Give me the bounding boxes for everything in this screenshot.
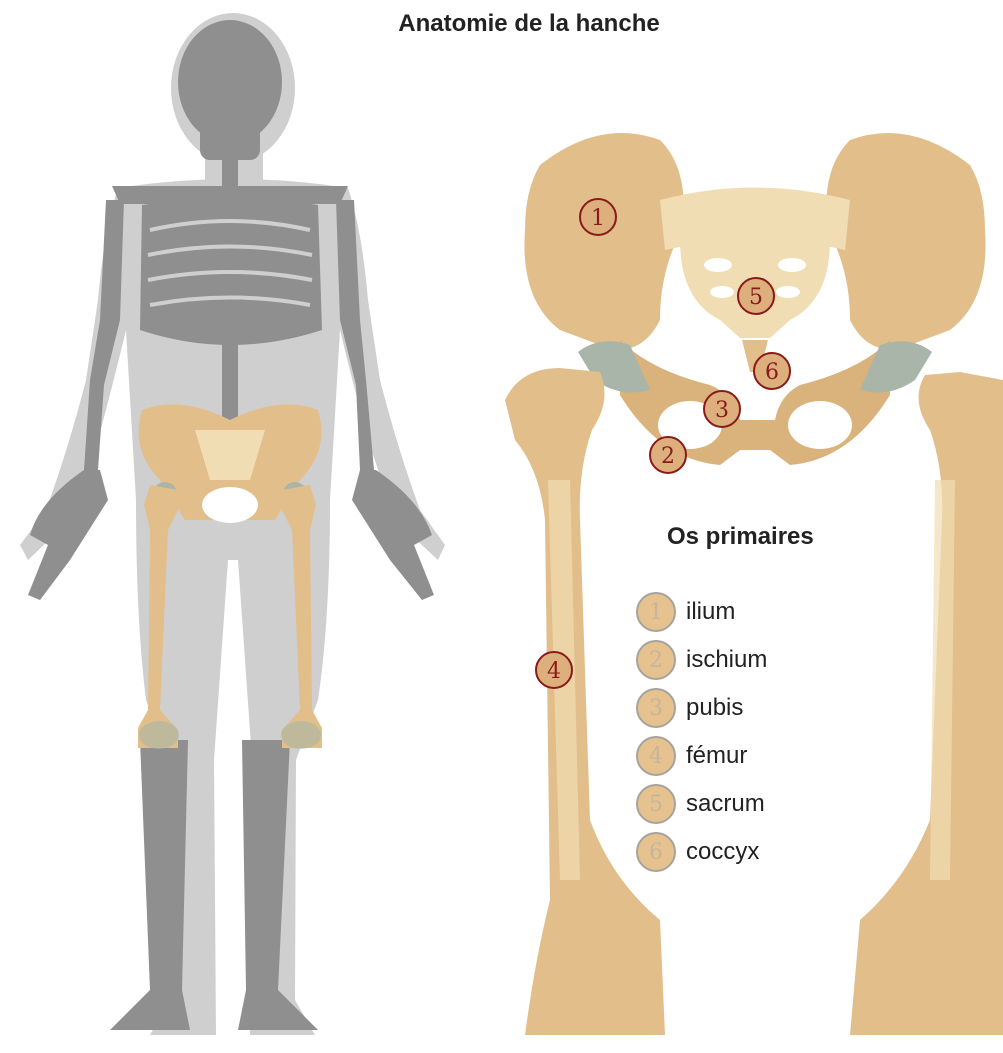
legend-item-coccyx: 6 coccyx xyxy=(636,828,767,876)
marker-1: 1 xyxy=(580,199,616,235)
legend-badge: 4 xyxy=(636,736,676,776)
legend-label: ilium xyxy=(686,598,735,626)
legend-badge: 2 xyxy=(636,640,676,680)
legend-label: fémur xyxy=(686,742,747,770)
legend-item-ilium: 1 ilium xyxy=(636,588,767,636)
legend-label: coccyx xyxy=(686,838,759,866)
marker-4: 4 xyxy=(536,652,572,688)
legend-item-pubis: 3 pubis xyxy=(636,684,767,732)
legend-title: Os primaires xyxy=(667,523,814,551)
legend-badge: 6 xyxy=(636,832,676,872)
svg-text:4: 4 xyxy=(547,659,561,684)
legend: 1 ilium 2 ischium 3 pubis 4 fémur 5 sacr… xyxy=(636,588,767,876)
legend-item-sacrum: 5 sacrum xyxy=(636,780,767,828)
legend-badge: 3 xyxy=(636,688,676,728)
svg-text:2: 2 xyxy=(661,444,675,469)
legend-item-femur: 4 fémur xyxy=(636,732,767,780)
marker-5: 5 xyxy=(738,278,774,314)
svg-text:3: 3 xyxy=(715,398,729,423)
marker-6: 6 xyxy=(754,353,790,389)
svg-text:6: 6 xyxy=(765,360,779,385)
marker-3: 3 xyxy=(704,391,740,427)
legend-label: sacrum xyxy=(686,790,765,818)
svg-text:5: 5 xyxy=(749,285,763,310)
legend-badge: 1 xyxy=(636,592,676,632)
marker-2: 2 xyxy=(650,437,686,473)
legend-label: pubis xyxy=(686,694,743,722)
legend-badge: 5 xyxy=(636,784,676,824)
legend-item-ischium: 2 ischium xyxy=(636,636,767,684)
svg-text:1: 1 xyxy=(591,206,605,231)
legend-label: ischium xyxy=(686,646,767,674)
